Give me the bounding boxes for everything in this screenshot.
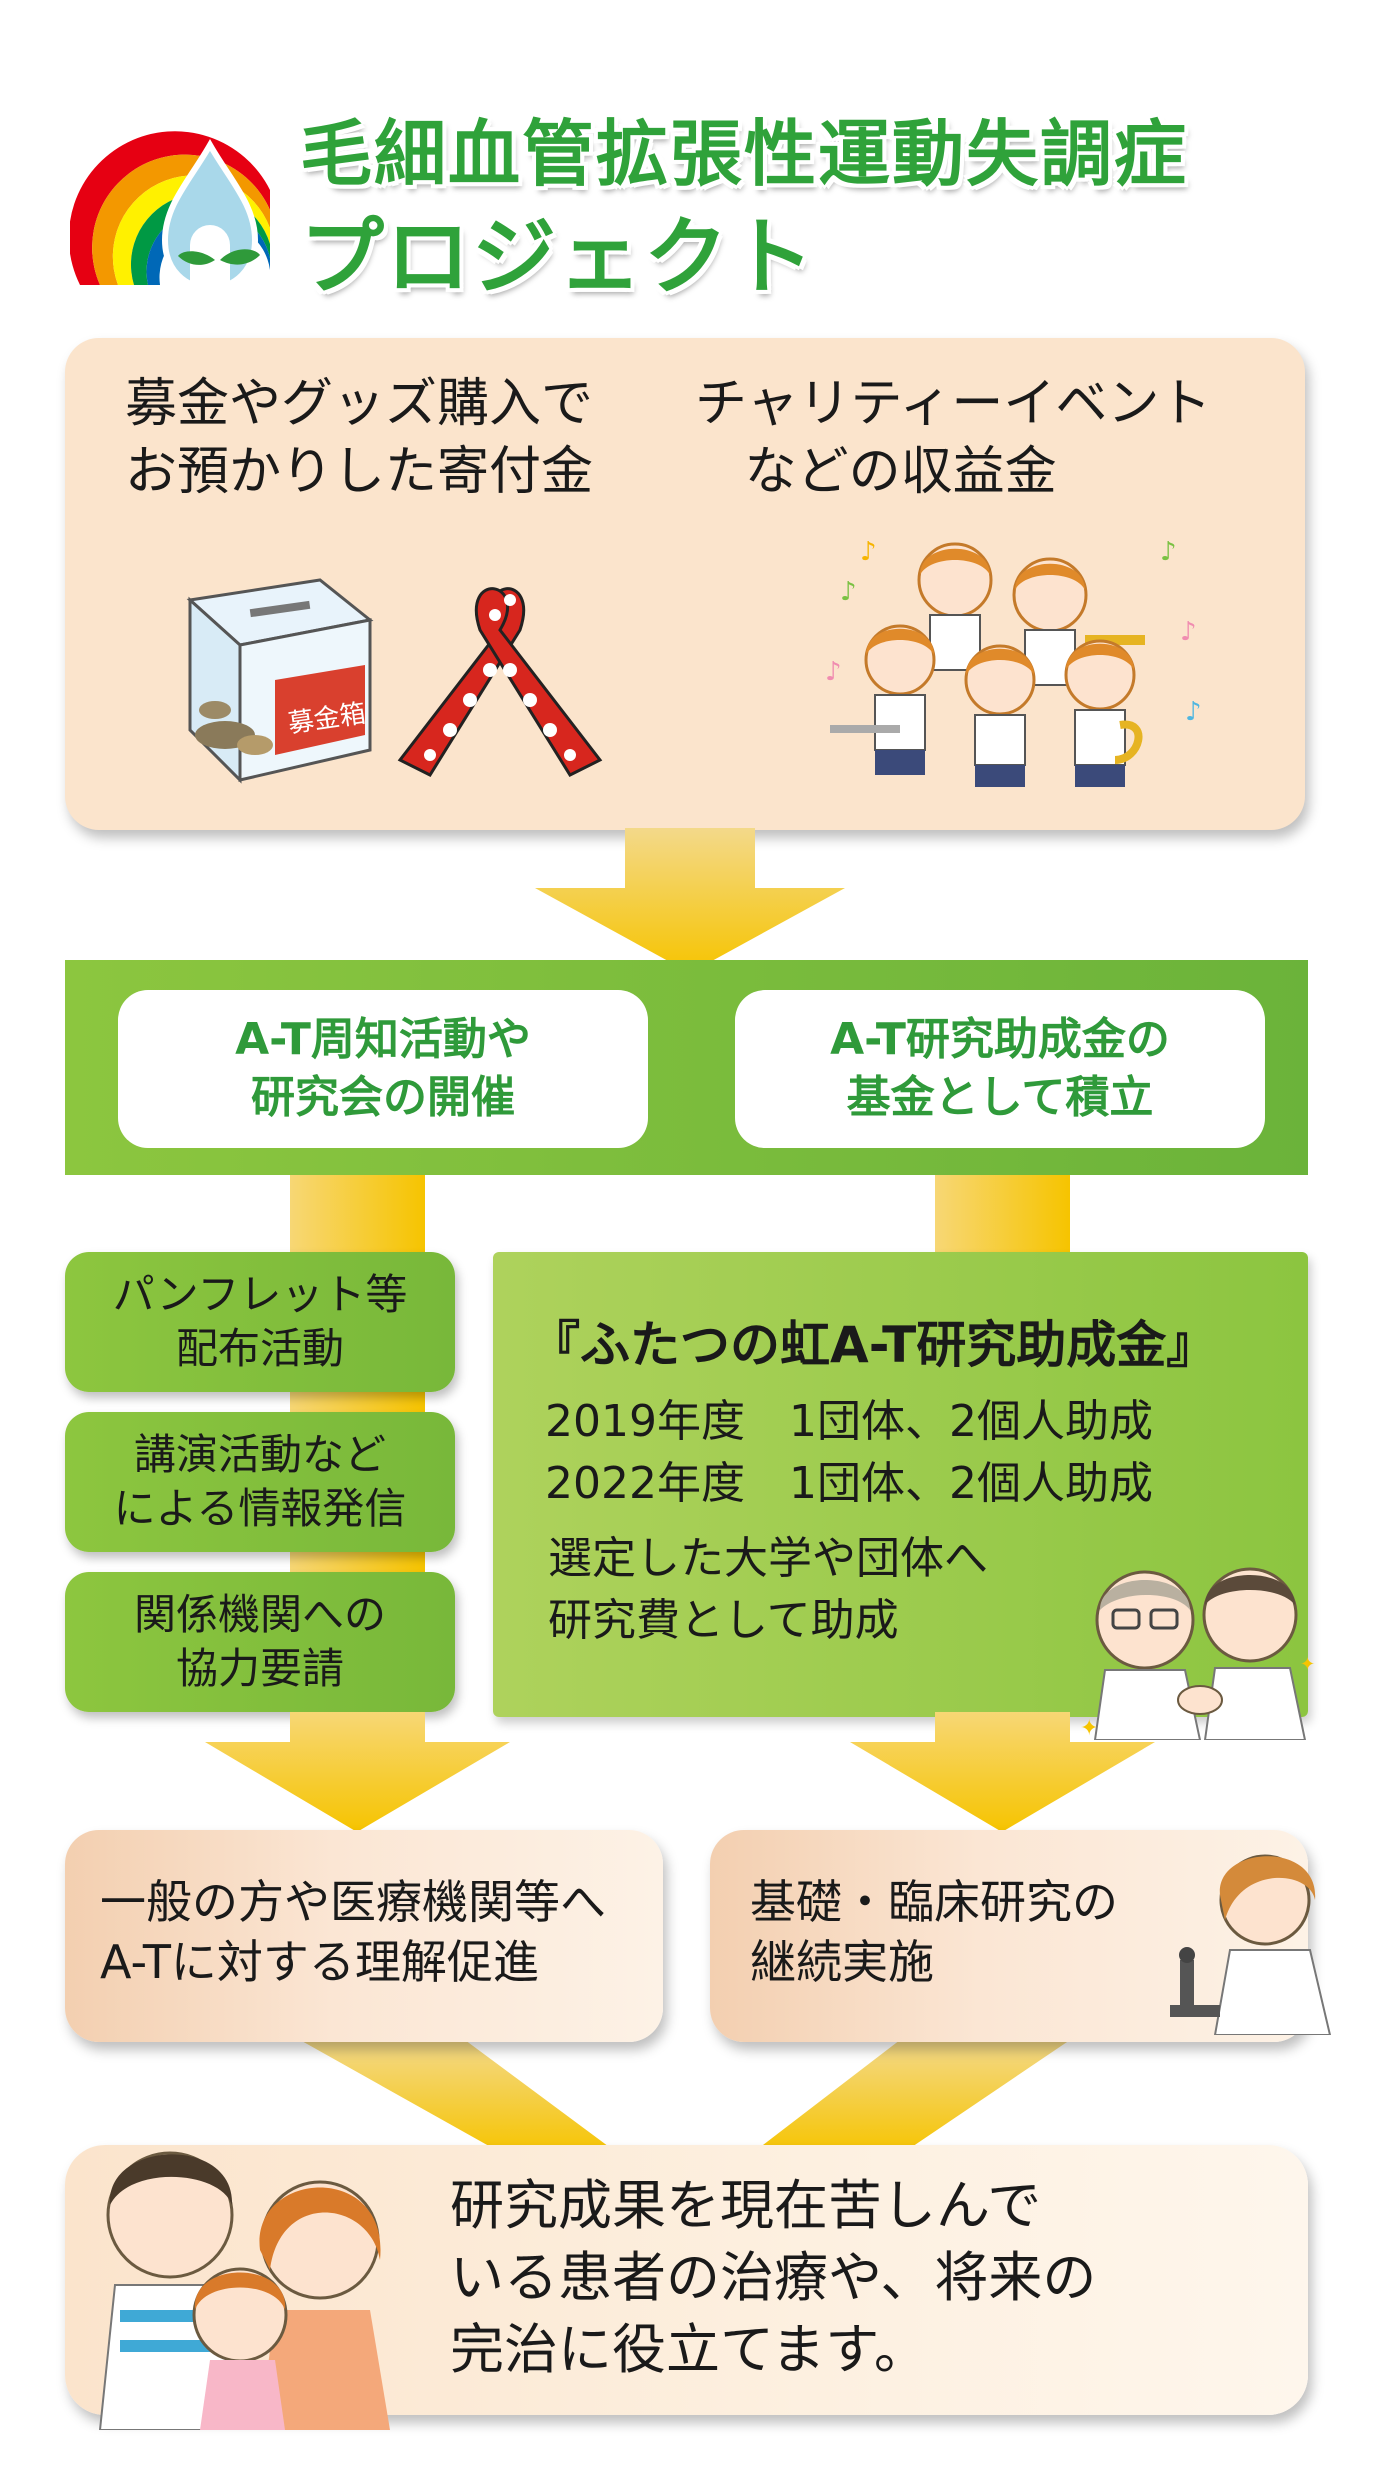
research-fund-pill: A-T研究助成金の 基金として積立 xyxy=(735,990,1265,1148)
grant-year-2019: 2019年度 1団体、2個人助成 xyxy=(545,1396,1153,1447)
title-line-2: プロジェクト xyxy=(300,208,817,306)
awareness-item-lectures: 講演活動など による情報発信 xyxy=(65,1412,455,1552)
svg-text:♪: ♪ xyxy=(1160,537,1177,567)
svg-text:♪: ♪ xyxy=(860,537,877,567)
svg-text:♪: ♪ xyxy=(840,577,857,607)
awareness-activity-pill: A-T周知活動や 研究会の開催 xyxy=(118,990,648,1148)
red-ribbon-icon xyxy=(397,587,603,777)
svg-text:♪: ♪ xyxy=(1185,697,1202,727)
handshake-doctors-icon: ✦ ✦ xyxy=(1080,1567,1315,1740)
awareness-item-cooperation: 関係機関への 協力要請 xyxy=(65,1572,455,1712)
svg-text:✦: ✦ xyxy=(1080,1716,1098,1740)
awareness-item-pamphlet: パンフレット等 配布活動 xyxy=(65,1252,455,1392)
arrow-down-1 xyxy=(535,828,845,973)
outcome-research-text: 基礎・臨床研究の 継続実施 xyxy=(750,1875,1118,1989)
svg-text:✦: ✦ xyxy=(1300,1654,1315,1675)
outcome-understanding-text: 一般の方や医療機関等へ A-Tに対する理解促進 xyxy=(100,1875,606,1989)
svg-text:♪: ♪ xyxy=(1180,617,1197,647)
arrow-down-3 xyxy=(850,1712,1155,1832)
svg-text:♪: ♪ xyxy=(825,657,842,687)
converging-arrows xyxy=(300,2040,1070,2155)
donation-source-text: 募金やグッズ購入で お預かりした寄付金 xyxy=(125,374,594,502)
donation-box-icon: 募金箱 xyxy=(186,578,374,784)
title-line-1: 毛細血管拡張性運動失調症 xyxy=(300,112,1189,196)
rainbow-logo-icon xyxy=(70,131,270,290)
researcher-microscope-icon xyxy=(1170,1854,1332,2035)
grant-year-2022: 2022年度 1団体、2個人助成 xyxy=(545,1458,1153,1509)
arrow-down-2 xyxy=(205,1712,510,1832)
final-outcome-text: 研究成果を現在苦しんで いる患者の治療や、将来の 完治に役立てます。 xyxy=(450,2174,1097,2381)
grant-title: 『ふたつの虹A-T研究助成金』 xyxy=(530,1316,1217,1374)
band-children-icon: ♪ ♪ ♪ ♪ ♪ ♪ xyxy=(825,537,1202,787)
family-icon xyxy=(98,2151,390,2430)
outcome-understanding-panel xyxy=(65,1830,663,2042)
charity-source-text: チャリティーイベント などの収益金 xyxy=(695,374,1212,502)
grant-description: 選定した大学や団体へ 研究費として助成 xyxy=(548,1533,988,1646)
